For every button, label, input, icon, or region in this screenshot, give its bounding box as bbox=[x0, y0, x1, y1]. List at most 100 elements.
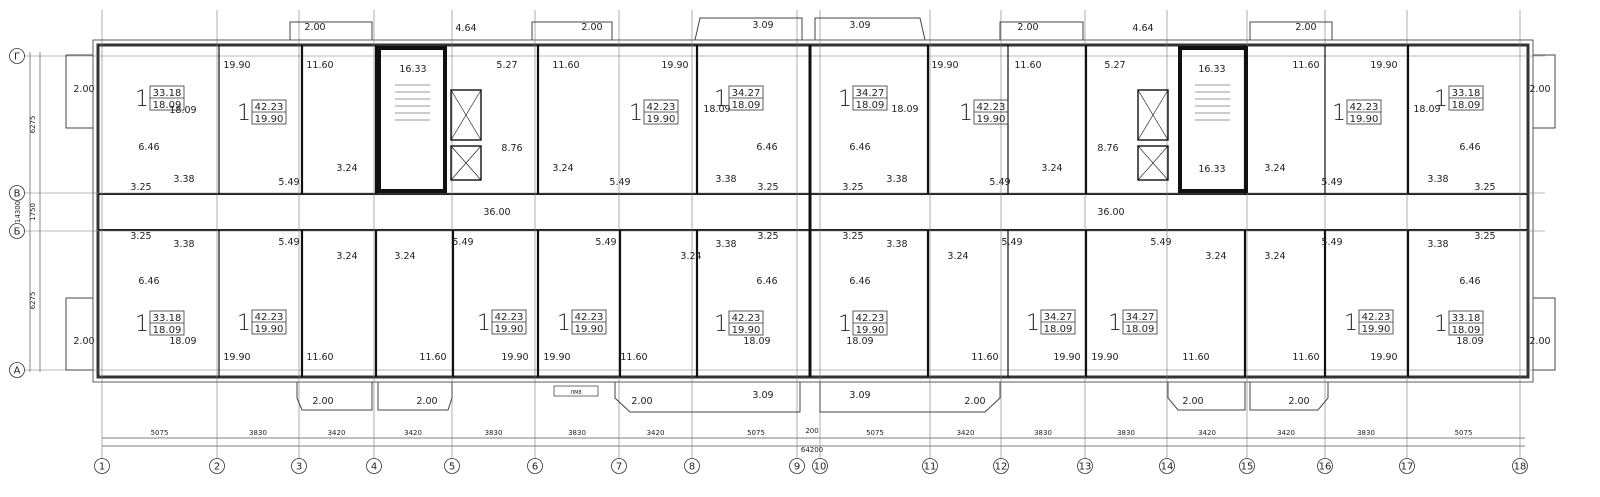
room-area-bath-325: 3.25 bbox=[1474, 182, 1495, 193]
apartment-total-area: 42.23 bbox=[1362, 312, 1391, 323]
room-area-balcony-200: 2.00 bbox=[1182, 396, 1203, 407]
apartment-rooms: 1 bbox=[237, 311, 251, 336]
room-area-corridor: 36.00 bbox=[483, 207, 510, 218]
room-area-entry-549: 5.49 bbox=[278, 177, 299, 188]
room-area-entry-549: 5.49 bbox=[1321, 237, 1342, 248]
room-area-balcony-200: 2.00 bbox=[73, 336, 94, 347]
room-area-living-1160: 11.60 bbox=[1014, 60, 1041, 71]
axis-bubble bbox=[1159, 458, 1175, 474]
room-area-entry-549: 5.49 bbox=[989, 177, 1010, 188]
partition-walls bbox=[218, 45, 1410, 377]
room-area-entry-549: 5.49 bbox=[595, 237, 616, 248]
outer-walls bbox=[92, 39, 1534, 383]
room-area-bath-324: 3.24 bbox=[394, 251, 415, 262]
room-area-bath-324: 3.24 bbox=[336, 163, 357, 174]
apartment-total-area: 33.18 bbox=[1452, 88, 1481, 99]
room-area-bath-325: 3.25 bbox=[130, 182, 151, 193]
total-depth-dim: 14300 bbox=[14, 201, 22, 223]
apartment-rooms: 1 bbox=[135, 312, 149, 337]
room-area-bath-324: 3.24 bbox=[1205, 251, 1226, 262]
room-area-entry-549: 5.49 bbox=[452, 237, 473, 248]
axis-label-4: 4 bbox=[371, 462, 377, 473]
room-area-living-1809: 18.09 bbox=[846, 336, 873, 347]
span-dim: 3830 bbox=[1117, 429, 1135, 437]
room-area-living-1990: 19.90 bbox=[223, 60, 250, 71]
apartment-rooms: 1 bbox=[1344, 311, 1358, 336]
room-area-living-1809: 18.09 bbox=[169, 105, 196, 116]
room-area-kitchen: 6.46 bbox=[138, 276, 159, 287]
room-area-kitchen: 6.46 bbox=[849, 142, 870, 153]
axis-label-row-4: А bbox=[14, 366, 21, 377]
room-area-hall: 8.76 bbox=[501, 143, 522, 154]
room-area-entry-549: 5.49 bbox=[1150, 237, 1171, 248]
room-area-lobby: 5.27 bbox=[1104, 60, 1125, 71]
apartment-total-area: 42.23 bbox=[255, 102, 284, 113]
apartment-living-area: 18.09 bbox=[153, 100, 182, 111]
room-area-balcony-200: 2.00 bbox=[1288, 396, 1309, 407]
span-dim: 3420 bbox=[957, 429, 975, 437]
apartment-living-area: 19.90 bbox=[1350, 114, 1379, 125]
axis-bubble bbox=[9, 362, 25, 378]
axis-bubble bbox=[94, 458, 110, 474]
apartment-rooms: 1 bbox=[714, 312, 728, 337]
room-area-bath-324: 3.24 bbox=[947, 251, 968, 262]
apartment-living-area: 19.90 bbox=[495, 324, 524, 335]
apartment-total-area: 34.27 bbox=[1044, 312, 1073, 323]
room-area-living-1160: 11.60 bbox=[306, 352, 333, 363]
apartment-rooms: 1 bbox=[1108, 311, 1122, 336]
depth-dim: 1750 bbox=[29, 203, 37, 221]
apartment-rooms: 1 bbox=[557, 311, 571, 336]
axis-bubble bbox=[366, 458, 382, 474]
room-area-kitchen: 6.46 bbox=[756, 276, 777, 287]
room-area-living-1990: 19.90 bbox=[1370, 352, 1397, 363]
axis-label-row-1: Г bbox=[14, 52, 20, 63]
axis-bubble bbox=[1512, 458, 1528, 474]
axis-label-16: 16 bbox=[1319, 462, 1332, 473]
room-area-bath-324: 3.24 bbox=[680, 251, 701, 262]
stair-flights bbox=[395, 84, 1230, 121]
apartment-total-area: 33.18 bbox=[153, 313, 182, 324]
room-area-balcony-200: 2.00 bbox=[1529, 336, 1550, 347]
axis-bubble bbox=[9, 185, 25, 201]
room-area-bath-338: 3.38 bbox=[886, 174, 907, 185]
room-area-balcony-200: 2.00 bbox=[73, 84, 94, 95]
axis-bubble bbox=[1077, 458, 1093, 474]
span-dim: 5075 bbox=[866, 429, 884, 437]
apartment-living-area: 19.90 bbox=[1362, 324, 1391, 335]
apartment-rooms: 1 bbox=[1026, 311, 1040, 336]
axis-bubble bbox=[789, 458, 805, 474]
room-area-bath-325: 3.25 bbox=[757, 231, 778, 242]
axis-label-6: 6 bbox=[532, 462, 538, 473]
span-dim: 3830 bbox=[249, 429, 267, 437]
apartment-rooms: 1 bbox=[714, 87, 728, 112]
room-area-living-1160: 11.60 bbox=[552, 60, 579, 71]
stair-core-left bbox=[377, 46, 482, 193]
axis-label-row-2: В bbox=[14, 189, 21, 200]
room-area-living-1990: 19.90 bbox=[543, 352, 570, 363]
room-area-corridor: 36.00 bbox=[1097, 207, 1124, 218]
apartment-living-area: 19.90 bbox=[647, 114, 676, 125]
apartment-living-area: 19.90 bbox=[977, 114, 1006, 125]
axis-label-3: 3 bbox=[296, 462, 302, 473]
room-area-entry-549: 5.49 bbox=[609, 177, 630, 188]
room-area-living-1990: 19.90 bbox=[1370, 60, 1397, 71]
axis-label-10: 10 bbox=[814, 462, 827, 473]
room-area-living-1990: 19.90 bbox=[1053, 352, 1080, 363]
room-area-bath-338: 3.38 bbox=[1427, 174, 1448, 185]
axis-label-14: 14 bbox=[1161, 462, 1174, 473]
room-area-bath-324: 3.24 bbox=[1264, 163, 1285, 174]
room-area-living-1160: 11.60 bbox=[1292, 352, 1319, 363]
entrance-door-marker bbox=[553, 385, 599, 397]
room-area-bath-325: 3.25 bbox=[842, 182, 863, 193]
apartment-living-area: 18.09 bbox=[856, 100, 885, 111]
